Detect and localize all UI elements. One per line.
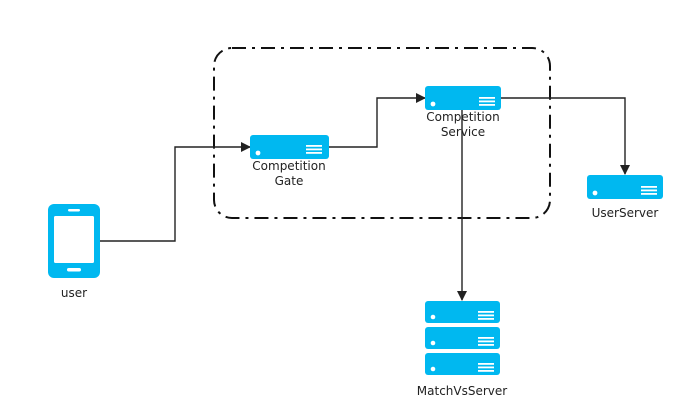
edge-service-to-userserver [501,97,630,175]
server-icon [250,135,329,159]
userserver-label: UserServer [591,206,659,220]
competition-service-label-line-1: Competition [426,110,500,124]
smartphone-icon [48,204,100,278]
edge-user-to-gate [100,142,251,242]
server-icon [587,175,663,199]
matchvsserver-label: MatchVsServer [416,384,508,398]
competition-service-label: Competition Service [413,110,513,140]
competition-service-label-line-2: Service [440,125,486,139]
server-stack-icon [425,301,500,375]
server-icon [425,86,501,110]
competition-gate-label-line-2: Gate [274,174,304,188]
competition-gate-label: Competition Gate [239,159,339,189]
service-group-boundary [213,47,551,219]
user-label: user [60,286,88,300]
competition-gate-label-line-1: Competition [252,159,326,173]
edge-gate-to-service [329,93,426,148]
